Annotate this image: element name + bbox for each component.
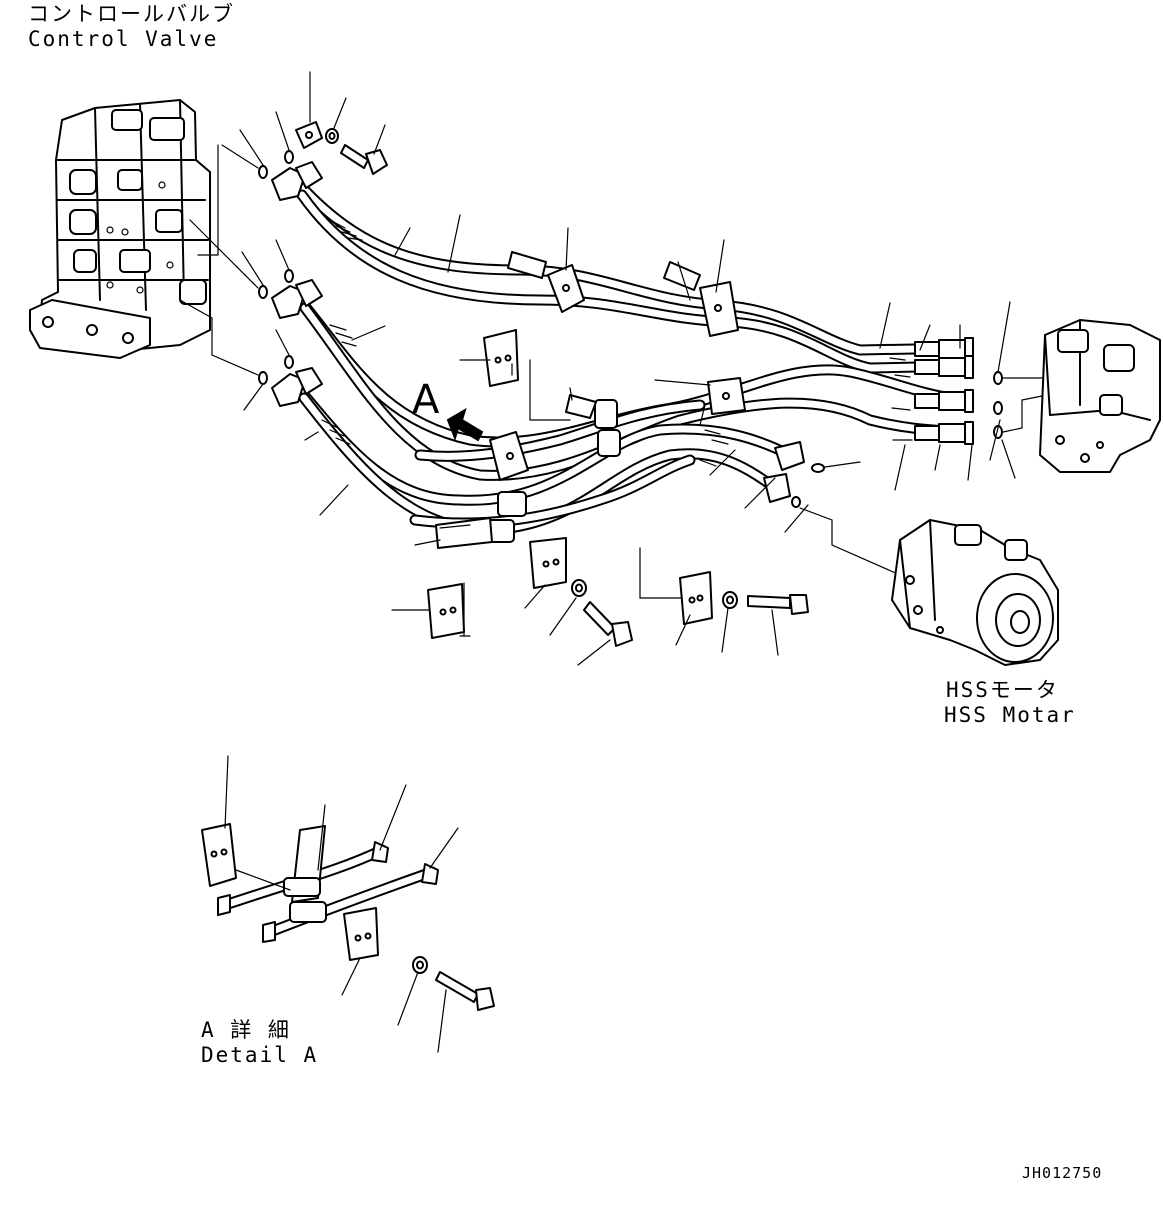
main-leaders	[304, 214, 1016, 666]
detail-a-arrow	[446, 407, 484, 442]
hose-bundle	[294, 179, 971, 536]
control-valve-leaders	[179, 144, 259, 376]
hss-motor-illustration	[891, 519, 1059, 666]
detail-a-callout: A	[412, 377, 440, 423]
detail-a-label-en: Detail A	[201, 1043, 319, 1067]
drawing-number: JH012750	[1022, 1164, 1103, 1182]
control-valve-label-en: Control Valve	[28, 27, 219, 51]
valve-side-flanges	[271, 161, 323, 407]
clamp-plates	[427, 251, 713, 639]
motor-side-fittings	[763, 337, 974, 503]
bolts-and-washers	[571, 579, 809, 647]
control-valve-illustration	[29, 99, 211, 359]
hose-clamps	[487, 264, 746, 543]
o-rings-valve-side	[239, 111, 294, 411]
detail-a-drawing	[201, 755, 495, 1053]
steering-unit-illustration	[1039, 319, 1161, 473]
control-valve-label-jp: コントロールバルブ	[28, 2, 235, 26]
hss-motor-label-en: HSS Motar	[944, 703, 1076, 727]
o-rings-motor-side	[791, 301, 1043, 576]
detail-a-label-jp: A 詳 細	[201, 1018, 291, 1042]
top-clamp-set	[295, 71, 388, 175]
hss-motor-label-jp: HSSモータ	[946, 678, 1059, 702]
